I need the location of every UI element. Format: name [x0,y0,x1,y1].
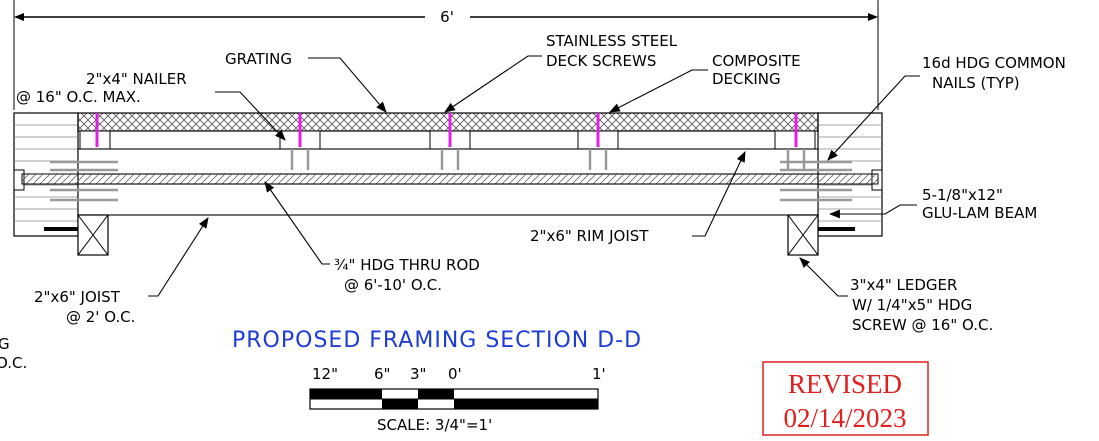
scale-tick-12in: 12" [312,365,338,383]
deck-screws-label-2: DECK SCREWS [546,52,656,70]
scale-tick-6in: 6" [374,365,390,383]
ledger-label-3: SCREW @ 16" O.C. [852,316,993,334]
leaders [148,55,920,297]
ledger-label-1: 3"x4" LEDGER [850,276,957,294]
scale-tick-3in: 3" [410,365,426,383]
ledger-left [44,214,109,256]
stamp-date: 02/14/2023 [783,403,906,433]
thru-rod-label-2: @ 6'-10' O.C. [344,276,442,294]
ledger-label-2: W/ 1/4"x5" HDG [852,296,972,314]
joist [77,183,819,216]
scale-bar: 12" 6" 3" 0' 1' SCALE: 3/4"=1' [309,365,606,434]
stamp-revised: REVISED [788,369,902,399]
composite-decking-label-1: COMPOSITE [712,52,801,70]
nailers [79,130,816,150]
scale-tick-0ft: 0' [448,365,462,383]
nailer-label-2: @ 16" O.C. MAX. [16,88,141,106]
scale-caption: SCALE: 3/4"=1' [377,416,492,434]
joist-label-2: @ 2' O.C. [66,308,135,326]
rim-joist-label: 2"x6" RIM JOIST [530,227,649,245]
overall-dimension: 6' [13,0,879,110]
common-nails-label-2: NAILS (TYP) [932,74,1020,92]
deck-screws [95,113,798,147]
nailer-label-1: 2"x4" NAILER [86,70,187,88]
composite-decking-label-2: DECKING [712,70,781,88]
thru-rod-label-1: ¾" HDG THRU ROD [334,256,480,274]
thru-rod [21,173,879,185]
composite-decking [77,112,819,132]
scale-tick-1ft: 1' [592,365,606,383]
joist-label-1: 2"x6" JOIST [34,288,121,306]
common-nails [50,149,852,202]
cut-off-label-1: G [0,335,10,353]
rim-joist [77,148,819,175]
overall-dimension-label: 6' [440,8,454,26]
revised-stamp: REVISED 02/14/2023 [762,361,929,436]
glu-lam-beam-label-2: GLU-LAM BEAM [922,204,1037,222]
deck-screws-label-1: STAINLESS STEEL [546,32,678,50]
grating-label: GRATING [225,50,292,68]
section-title: PROPOSED FRAMING SECTION D-D [232,328,642,353]
ledger-right [787,214,855,256]
cut-off-label-2: O.C. [0,354,27,372]
glu-lam-beam-label-1: 5-1/8"x12" [922,186,1003,204]
common-nails-label-1: 16d HDG COMMON [922,54,1066,72]
